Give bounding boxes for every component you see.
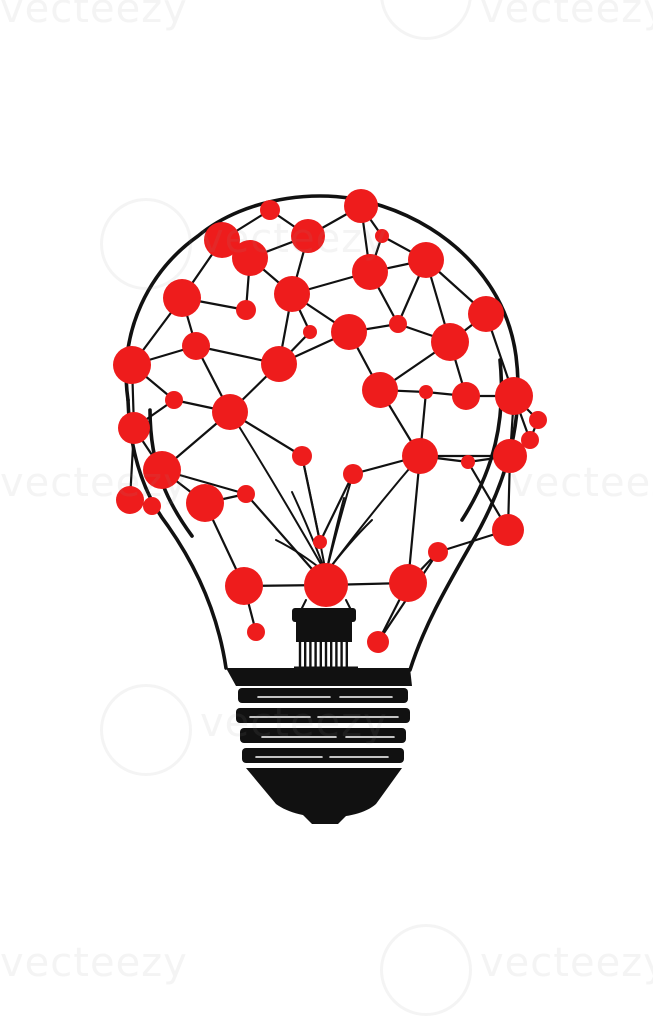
network-node [182,332,210,360]
lightbulb-network-illustration [113,189,547,824]
network-node [292,446,312,466]
base-thread [238,688,408,703]
network-node [236,300,256,320]
network-node [529,411,547,429]
base-thread [242,748,404,763]
network-node [113,346,151,384]
network-nodes [113,189,547,653]
network-node [452,382,480,410]
network-node [261,346,297,382]
network-node [362,372,398,408]
network-node [344,189,378,223]
network-node [419,385,433,399]
connection-line [406,454,422,585]
network-node [352,254,388,290]
network-node [163,279,201,317]
network-node [143,497,161,515]
network-node [313,535,327,549]
bulb-screw-base [226,668,412,824]
network-node [118,412,150,444]
network-node [232,240,268,276]
network-node [461,455,475,469]
network-node [260,200,280,220]
network-node [428,542,448,562]
network-node [331,314,367,350]
filament-wire [229,411,327,574]
neck-body [296,622,352,642]
network-node [291,219,325,253]
network-node [495,377,533,415]
network-node [303,325,317,339]
network-node [492,514,524,546]
network-node [212,394,248,430]
base-contact [300,812,350,824]
network-node [389,315,407,333]
filament-wire [301,455,327,574]
network-node [304,563,348,607]
network-node [468,296,504,332]
network-node [204,222,240,258]
bulb-outline [124,194,520,672]
network-node [521,431,539,449]
network-node [143,451,181,489]
network-node [225,567,263,605]
base-tip [246,768,402,818]
base-thread [240,728,406,743]
network-node [186,484,224,522]
bulb-neck [292,608,358,670]
network-node [274,276,310,312]
network-node [431,323,469,361]
network-node [408,242,444,278]
network-node [367,631,389,653]
network-node [247,623,265,641]
neck-cap [292,608,356,622]
network-node [389,564,427,602]
network-node [116,486,144,514]
network-node [237,485,255,503]
base-collar [226,668,412,686]
network-node [402,438,438,474]
connection-line [318,472,355,544]
network-node [343,464,363,484]
network-node [375,229,389,243]
network-node [493,439,527,473]
base-thread [236,708,410,723]
network-node [165,391,183,409]
